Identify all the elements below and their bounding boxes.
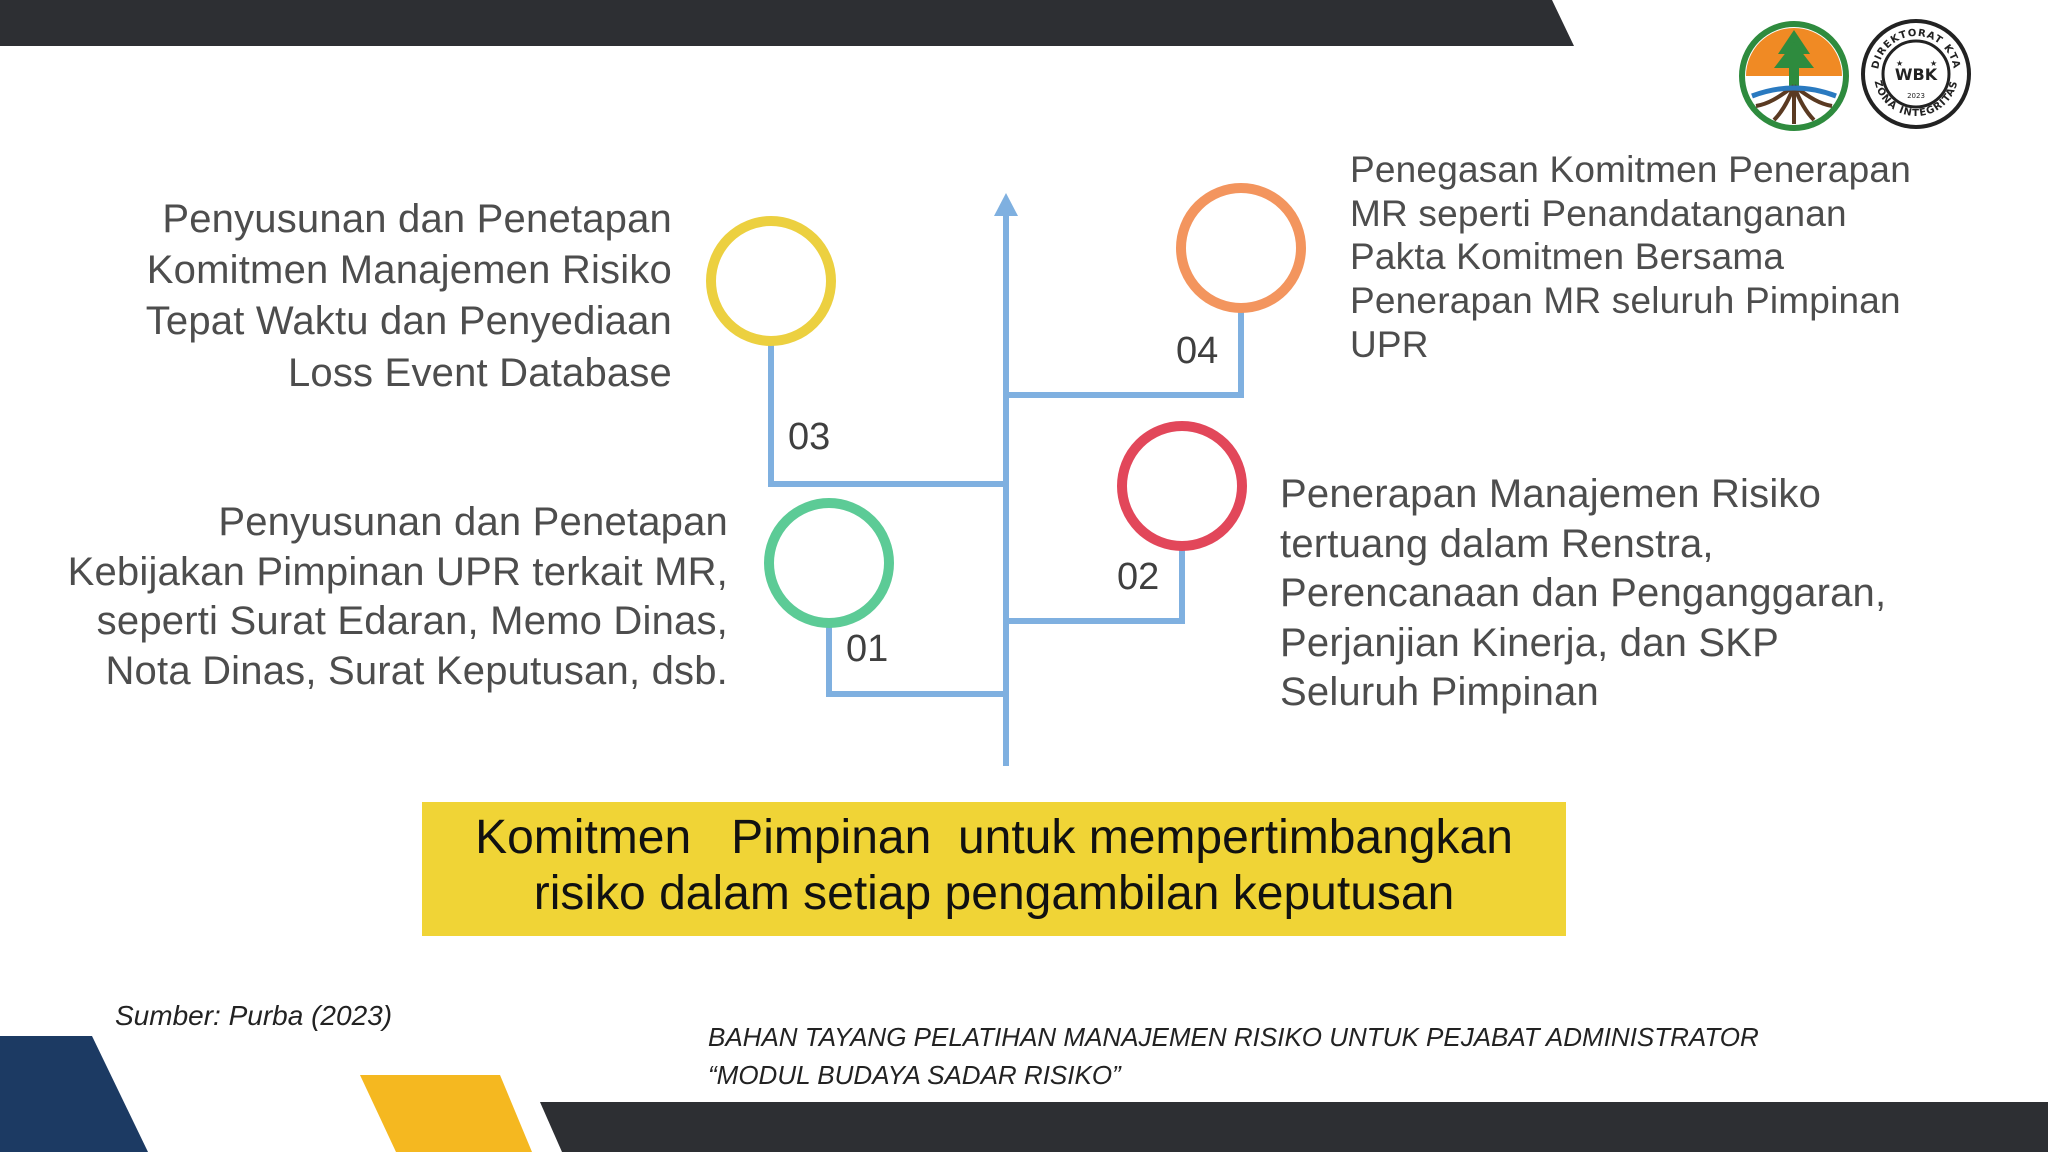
ministry-logo [1739,21,1849,131]
arrow-head-icon [994,193,1018,216]
step-02-line: Perjanjian Kinerja, dan SKP [1280,620,1780,665]
footer-line-2: “MODUL BUDAYA SADAR RISIKO” [708,1060,1121,1090]
connector-01 [826,620,1006,697]
step-01-line: seperti Surat Edaran, Memo Dinas, [96,599,728,644]
top-dark-bar [0,0,1574,46]
source-citation: Sumber: Purba (2023) [115,1000,393,1031]
step-04-number: 04 [1176,330,1219,372]
step-02-line: Penerapan Manajemen Risiko [1280,472,1822,516]
step-02-line: tertuang dalam Renstra, [1280,521,1714,566]
step-01-line: Penyusunan dan Penetapan [218,500,728,544]
step-01-line: Kebijakan Pimpinan UPR terkait MR, [67,549,728,594]
connector-02 [1006,548,1185,624]
tree-emblem-icon [1739,21,1849,131]
wbk-badge: DIREKTORAT KTA ZONA INTEGRITAS WBK 2023 … [1861,19,1971,129]
footer-note: BAHAN TAYANG PELATIHAN MANAJEMEN RISIKO … [708,1018,1759,1094]
step-02-circle [1117,421,1247,551]
step-03-description: Penyusunan dan Penetapan Komitmen Manaje… [96,194,672,399]
step-04-line: Penerapan MR seluruh Pimpinan [1350,279,1901,321]
step-03-line: Tepat Waktu dan Penyediaan [145,299,672,344]
step-03-line: Komitmen Manajemen Risiko [146,248,672,293]
step-03-line: Penyusunan dan Penetapan [162,197,672,241]
commitment-banner: Komitmen Pimpinan untuk mempertimbangkan… [422,802,1566,936]
step-01-description: Penyusunan dan Penetapan Kebijakan Pimpi… [40,498,728,696]
step-02-line: Seluruh Pimpinan [1280,670,1599,715]
bottom-dark-bar [540,1102,2048,1152]
bottom-navy-shape [0,1036,148,1152]
bottom-gold-shape [360,1075,532,1152]
footer-line-1: BAHAN TAYANG PELATIHAN MANAJEMEN RISIKO … [708,1022,1759,1052]
svg-text:★: ★ [1896,59,1903,68]
step-04-line: Pakta Komitmen Bersama [1350,236,1785,278]
step-04-description: Penegasan Komitmen Penerapan MR seperti … [1350,148,2000,366]
banner-line-1: Komitmen Pimpinan untuk mempertimbangkan [475,811,1513,864]
step-02-description: Penerapan Manajemen Risiko tertuang dala… [1280,470,2000,718]
step-01-circle [764,498,894,628]
step-04-line: UPR [1350,323,1429,365]
step-01-number: 01 [846,628,889,670]
step-02-number: 02 [1117,556,1160,598]
step-03-circle [706,216,836,346]
connector-04 [1006,310,1244,398]
step-04-line: MR seperti Penandatanganan [1350,192,1847,234]
svg-text:★: ★ [1930,59,1937,68]
banner-line-2: risiko dalam setiap pengambilan keputusa… [533,867,1455,920]
step-03-line: Loss Event Database [287,350,672,395]
wbk-center-text: WBK [1895,65,1938,84]
step-04-circle [1176,183,1306,313]
wbk-year: 2023 [1907,92,1925,100]
connector-03 [768,338,1006,487]
step-03-number: 03 [788,416,831,458]
step-04-line: Penegasan Komitmen Penerapan [1350,149,1911,190]
step-02-line: Perencanaan dan Penganggaran, [1280,571,1887,616]
step-01-line: Nota Dinas, Surat Keputusan, dsb. [105,648,728,693]
